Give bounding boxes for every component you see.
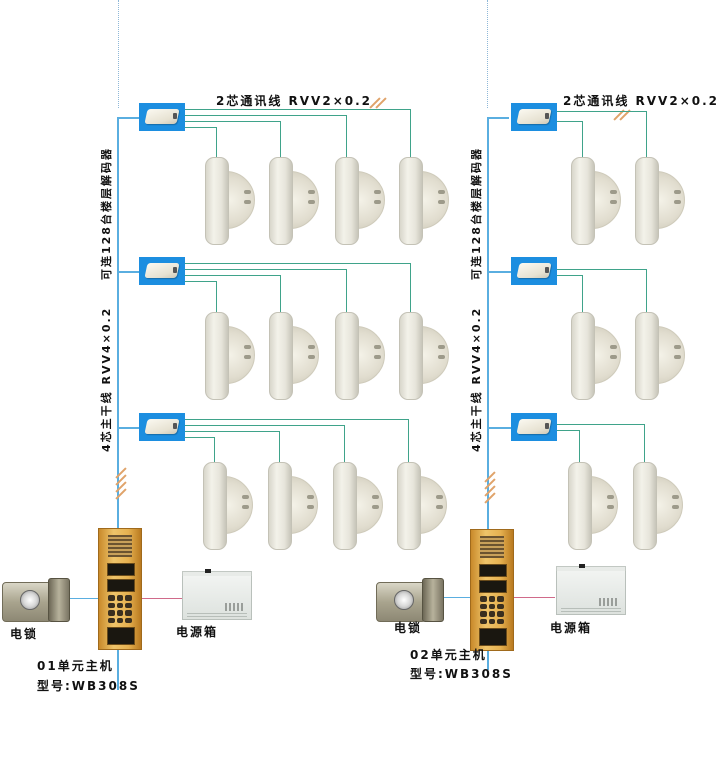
indoor-handset: [397, 462, 447, 550]
trunk-line-lower: [487, 640, 489, 670]
electric-lock: [376, 578, 444, 622]
indoor-handset: [203, 462, 253, 550]
indoor-handset: [633, 462, 683, 550]
floor-decoder: [511, 257, 557, 285]
indoor-handset: [205, 157, 255, 245]
indoor-handset: [269, 157, 319, 245]
lock-wire: [443, 597, 473, 598]
trunk-label-decoder-capacity: 可连128台楼层解码器: [470, 147, 483, 280]
branch-cable-label: 2芯通讯线 RVV2×0.2: [563, 94, 720, 108]
station-name: 02单元主机: [410, 648, 487, 662]
station-name: 01单元主机: [37, 659, 114, 673]
indoor-handset: [571, 157, 621, 245]
door-station-01: [98, 528, 142, 650]
indoor-handset: [571, 312, 621, 400]
indoor-handset: [333, 462, 383, 550]
trunk-line: [117, 117, 119, 529]
indoor-handset: [399, 312, 449, 400]
power-wire: [513, 597, 555, 598]
power-label: 电源箱: [550, 621, 593, 635]
door-station-02: [470, 529, 514, 651]
indoor-handset: [635, 312, 685, 400]
power-supply-box: [182, 569, 252, 620]
branch-cable-label: 2芯通讯线 RVV2×0.2: [216, 94, 373, 108]
station-model: 型号:WB308S: [410, 667, 513, 681]
indoor-handset: [335, 312, 385, 400]
divider-dotted-line: [118, 0, 119, 108]
trunk-line: [487, 117, 489, 529]
trunk-label-cable-spec: 4芯主干线 RVV4×0.2: [100, 306, 113, 452]
indoor-handset: [268, 462, 318, 550]
indoor-handset: [269, 312, 319, 400]
lock-label: 电锁: [10, 627, 39, 641]
indoor-handset: [635, 157, 685, 245]
divider-dotted-line: [487, 0, 488, 108]
station-model: 型号:WB308S: [37, 679, 140, 693]
indoor-handset: [335, 157, 385, 245]
floor-decoder: [139, 413, 185, 441]
indoor-handset: [568, 462, 618, 550]
trunk-label-cable-spec: 4芯主干线 RVV4×0.2: [470, 306, 483, 452]
electric-lock: [2, 578, 70, 622]
power-supply-box: [556, 564, 626, 615]
floor-decoder: [139, 257, 185, 285]
power-label: 电源箱: [176, 625, 219, 639]
indoor-handset: [399, 157, 449, 245]
indoor-handset: [205, 312, 255, 400]
lock-label: 电锁: [394, 621, 423, 635]
floor-decoder: [511, 413, 557, 441]
floor-decoder: [139, 103, 185, 131]
trunk-line-lower: [117, 640, 119, 690]
trunk-label-decoder-capacity: 可连128台楼层解码器: [100, 147, 113, 280]
floor-decoder: [511, 103, 557, 131]
power-wire: [140, 598, 182, 599]
lock-wire: [67, 598, 103, 599]
